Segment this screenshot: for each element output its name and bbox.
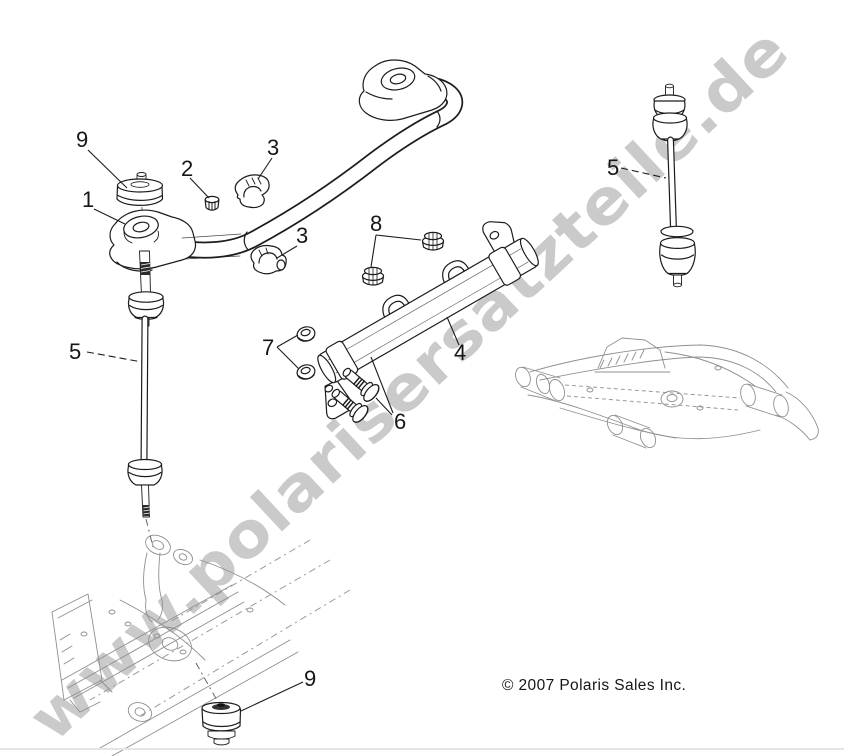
callout-label-3-upper: 3 [267,135,279,160]
bolt-drawing [331,367,380,423]
grommet-drawing [361,231,445,286]
copyright-text: © 2007 Polaris Sales Inc. [502,677,686,694]
bushing-lower-drawing [201,701,242,746]
nut-drawing [204,195,220,211]
callout-label-7: 7 [262,335,274,360]
callout-label-2: 2 [181,156,193,181]
callout-label-8: 8 [370,211,382,236]
clamp-drawing [234,174,287,275]
callout-label-9-lower: 9 [304,666,316,691]
link-left-drawing [127,250,165,518]
mount-bracket-drawing [317,221,539,420]
callout-label-5-left: 5 [69,339,81,364]
callout-label-9-upper: 9 [76,127,88,152]
reference-arm-right [515,337,819,449]
bushing-upper-drawing [116,172,164,206]
callout-label-4: 4 [454,340,466,365]
stabilizer-bar-drawing [109,59,464,272]
callout-label-5-right: 5 [607,155,619,180]
reference-arm-left [51,534,351,756]
callout-label-6: 6 [394,409,406,434]
link-right-drawing [652,83,696,288]
flange-nut-drawing [296,326,316,380]
callout-leaders [86,149,667,712]
callout-label-3-lower: 3 [296,223,308,248]
callout-label-1: 1 [82,187,94,212]
